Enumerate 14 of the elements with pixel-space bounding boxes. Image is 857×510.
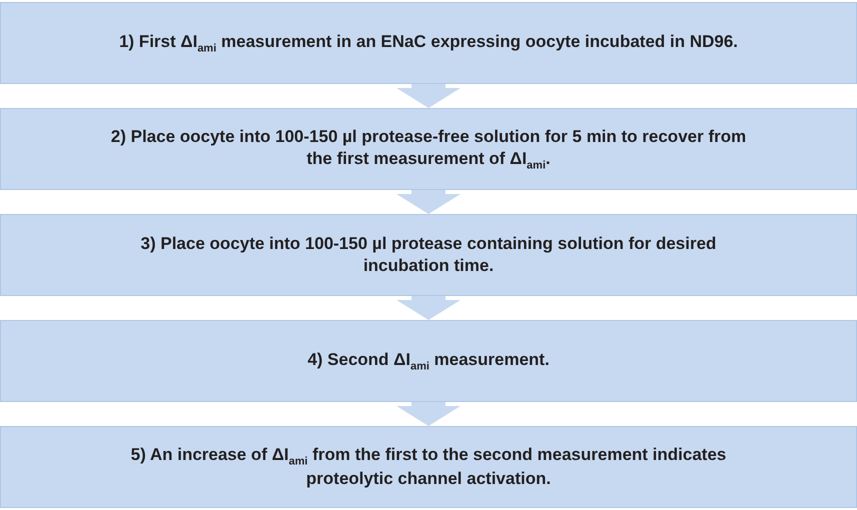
step-box <box>0 214 857 296</box>
step-box <box>0 2 857 84</box>
step-box <box>0 108 857 190</box>
step-text: 5) An increase of ΔI$_{ami}$ from the first to the second measurement indicates proteolytic channel activation. <box>130 444 728 490</box>
step-text: 3) Place oocyte into 100-150 µl protease containing solution for desired incubation time. <box>140 232 718 277</box>
down-arrow <box>396 296 460 320</box>
down-arrow <box>396 190 460 214</box>
step-box <box>0 426 857 508</box>
step-text: 2) Place oocyte into 100-150 µl protease-free solution for 5 min to recover from the first measurement of ΔI$_{ami}$. <box>110 126 748 172</box>
step-text: 4) Second ΔI$_{ami}$ measurement. <box>308 348 550 374</box>
down-arrow <box>396 402 460 426</box>
step-box <box>0 320 857 402</box>
down-arrow <box>396 84 460 108</box>
step-text: 1) First ΔI$_{ami}$ measurement in an ENaC expressing oocyte incubated in ND96. <box>119 30 738 56</box>
